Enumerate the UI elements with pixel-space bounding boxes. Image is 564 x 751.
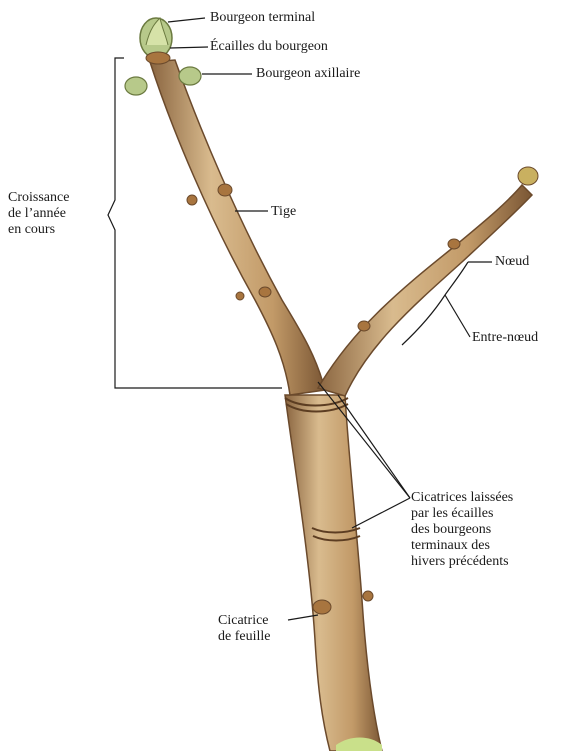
right-shoot	[318, 185, 532, 396]
label-cicatrice-feuille-line-2: de feuille	[218, 629, 270, 645]
label-croissance-line-1: Croissance	[8, 190, 69, 206]
terminal-bud	[140, 18, 172, 64]
label-cicatrices-line-4: terminaux des	[411, 538, 513, 554]
label-cicatrice-feuille-line-1: Cicatrice	[218, 613, 270, 629]
label-entre-noeud: Entre-nœud	[472, 330, 538, 346]
label-bourgeon-terminal: Bourgeon terminal	[210, 10, 315, 26]
label-cicatrice-feuille: Cicatrice de feuille	[218, 613, 270, 645]
label-croissance-line-2: de l’année	[8, 206, 69, 222]
label-noeud: Nœud	[495, 254, 529, 270]
left-shoot	[150, 60, 325, 395]
label-croissance-line-3: en cours	[8, 222, 69, 238]
label-cicatrices-line-5: hivers précédents	[411, 554, 513, 570]
label-cicatrices-line-3: des bourgeons	[411, 522, 513, 538]
label-cicatrices: Cicatrices laissées par les écailles des…	[411, 490, 513, 570]
main-stem	[285, 395, 382, 751]
label-tige: Tige	[271, 204, 296, 220]
label-cicatrices-line-2: par les écailles	[411, 506, 513, 522]
label-cicatrices-line-1: Cicatrices laissées	[411, 490, 513, 506]
label-ecailles-bourgeon: Écailles du bourgeon	[210, 39, 328, 55]
label-bourgeon-axillaire: Bourgeon axillaire	[256, 66, 360, 82]
label-croissance: Croissance de l’année en cours	[8, 190, 69, 238]
